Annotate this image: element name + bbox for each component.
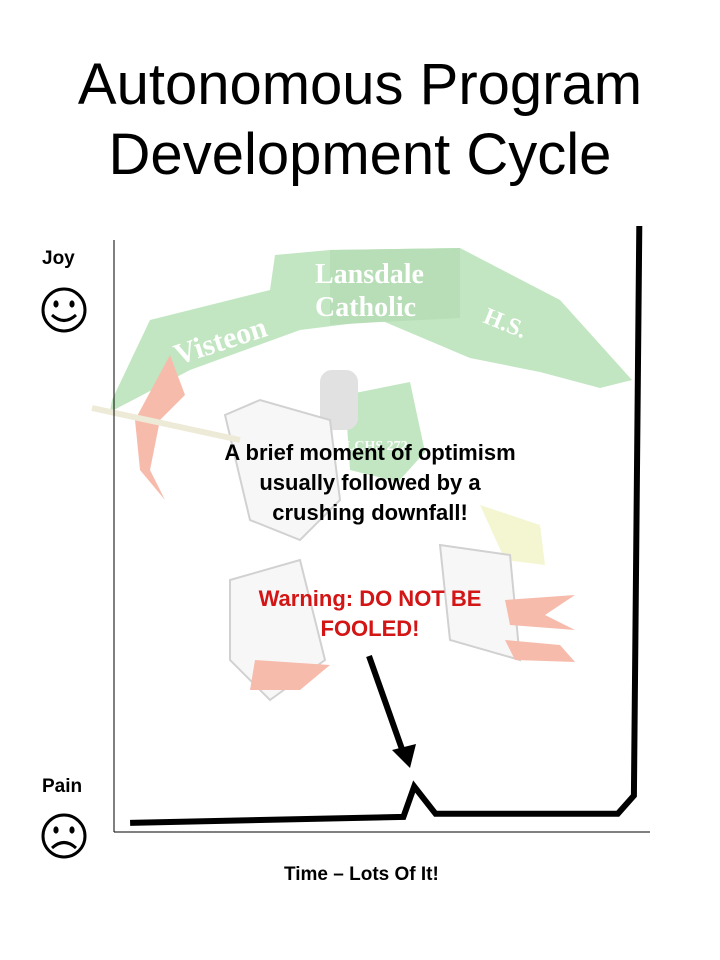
smiley-face-icon [40, 286, 88, 339]
annotation-warning: Warning: DO NOT BE FOOLED! [258, 586, 482, 641]
watermark-word-lansdale: Lansdale [315, 259, 424, 290]
y-top-label: Joy [42, 248, 75, 269]
frowning-face-icon [40, 812, 88, 865]
title-line-2: Development Cycle [108, 122, 612, 187]
watermark-emblem-text: LCHS 272 [345, 439, 408, 454]
watermark-word-catholic: Catholic [315, 292, 416, 323]
annotation-note: A brief moment of optimism usually follo… [224, 440, 516, 525]
y-bottom-label: Pain [42, 776, 83, 797]
series-points [129, 225, 640, 824]
watermark-logo: Visteon Lansdale Catholic H.S. LCHS 272 [91, 248, 632, 702]
annotation-arrow [366, 654, 416, 768]
title-line-1: Autonomous Program [77, 52, 643, 117]
x-axis-label: Time – Lots Of It! [284, 864, 439, 885]
